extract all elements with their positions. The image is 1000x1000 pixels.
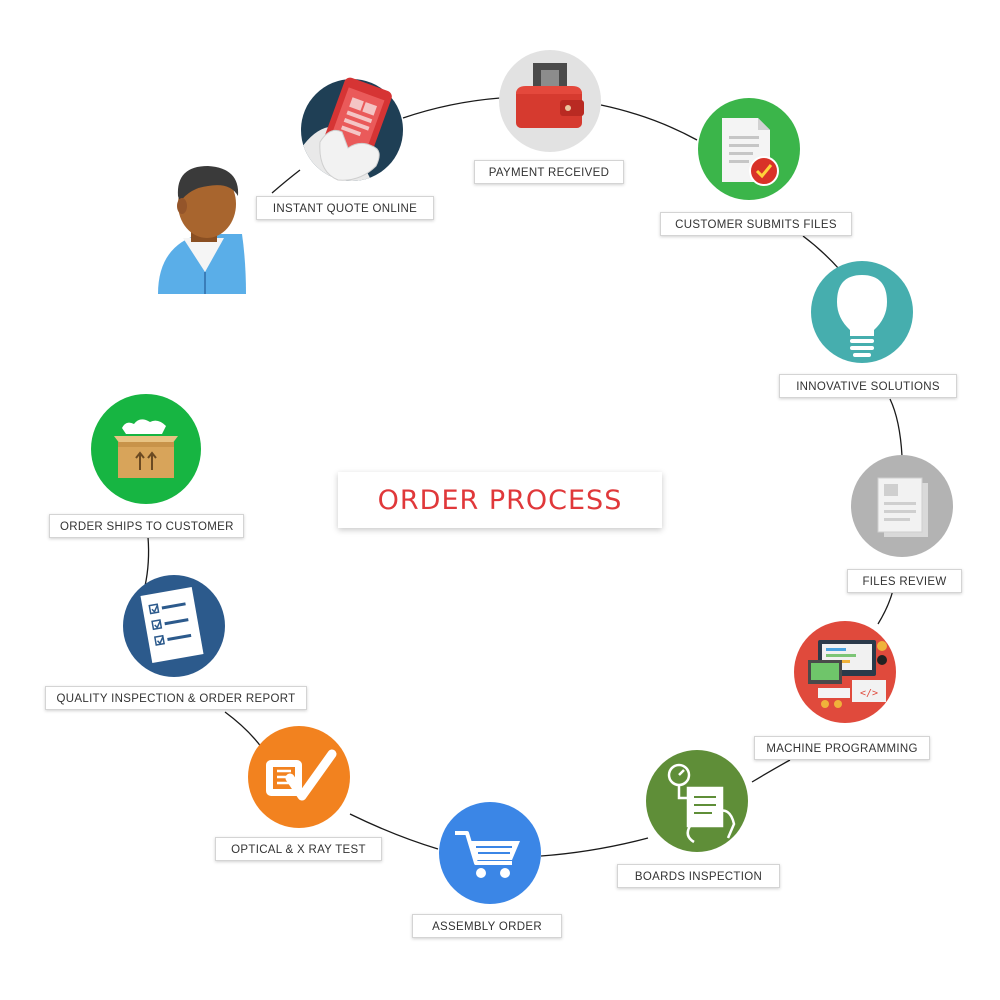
connector-arrow bbox=[600, 104, 698, 141]
connector-arrow bbox=[349, 813, 439, 850]
step-label-files-review: FILES REVIEW bbox=[847, 569, 962, 593]
step-label-machine-programming: MACHINE PROGRAMMING bbox=[754, 736, 930, 760]
step-label-customer-submits-files: CUSTOMER SUBMITS FILES bbox=[660, 212, 852, 236]
customer-avatar-icon bbox=[158, 166, 246, 294]
step-assembly-order-circle bbox=[439, 802, 541, 904]
step-machine-programming-circle: </> bbox=[794, 621, 896, 723]
step-files-review-circle bbox=[851, 455, 953, 557]
step-label-optical-xray-test: OPTICAL & X RAY TEST bbox=[215, 837, 382, 861]
step-label-payment-received: PAYMENT RECEIVED bbox=[474, 160, 624, 184]
step-label-order-ships-to-customer: ORDER SHIPS TO CUSTOMER bbox=[49, 514, 244, 538]
step-customer-submits-files-circle bbox=[698, 98, 800, 200]
step-label-innovative-solutions: INNOVATIVE SOLUTIONS bbox=[779, 374, 957, 398]
step-quality-inspection-circle bbox=[123, 575, 225, 677]
step-innovative-solutions-circle bbox=[811, 261, 913, 363]
connector-arrow bbox=[802, 235, 841, 271]
svg-text:</>: </> bbox=[860, 688, 878, 699]
step-instant-quote-circle bbox=[301, 77, 403, 181]
shipping-box-icon bbox=[114, 419, 178, 478]
connector-arrow bbox=[144, 536, 150, 587]
document-check-icon bbox=[722, 118, 779, 186]
step-label-quality-inspection-report: QUALITY INSPECTION & ORDER REPORT bbox=[45, 686, 307, 710]
chip-check-icon bbox=[266, 749, 337, 801]
step-optical-xray-circle bbox=[248, 726, 350, 828]
connector-arrow bbox=[751, 759, 791, 783]
phone-touch-icon bbox=[319, 77, 392, 181]
lightbulb-icon bbox=[837, 275, 887, 357]
inspection-gauge-icon bbox=[667, 763, 736, 844]
wallet-icon bbox=[516, 63, 584, 128]
step-label-instant-quote-online: INSTANT QUOTE ONLINE bbox=[256, 196, 434, 220]
diagram-title: ORDER PROCESS bbox=[377, 484, 623, 516]
title-box: ORDER PROCESS bbox=[338, 472, 662, 528]
connector-arrow bbox=[889, 398, 903, 457]
connector-arrow bbox=[402, 97, 501, 119]
programming-screens-icon: </> bbox=[808, 640, 887, 708]
step-label-assembly-order: ASSEMBLY ORDER bbox=[412, 914, 562, 938]
connector-arrow bbox=[877, 589, 894, 625]
connector-arrow bbox=[224, 711, 263, 749]
files-icon bbox=[877, 477, 928, 537]
connector-arrow bbox=[540, 837, 649, 857]
step-boards-inspection-circle bbox=[646, 750, 748, 852]
shopping-cart-icon bbox=[455, 831, 520, 878]
step-order-ships-circle bbox=[91, 394, 201, 504]
connector-arrow bbox=[271, 169, 301, 194]
checklist-icon bbox=[140, 587, 204, 663]
step-label-boards-inspection: BOARDS INSPECTION bbox=[617, 864, 780, 888]
step-payment-received-circle bbox=[499, 50, 601, 152]
